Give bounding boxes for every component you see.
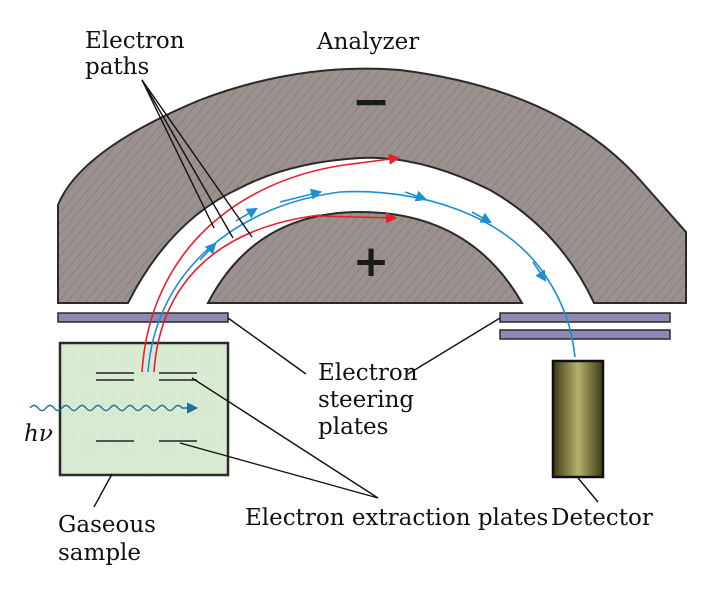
steering-plate-left <box>57 312 229 323</box>
inner-analyzer-electrode <box>206 210 524 304</box>
steering-plates-label-line-1: Electron <box>318 360 418 386</box>
steering-plate-right-upper <box>499 312 671 323</box>
electron-path-red-outer <box>141 162 361 373</box>
detector-label: Detector <box>551 505 653 531</box>
photon-wave <box>29 402 199 414</box>
gaseous-sample-label: Gaseous sample <box>58 512 163 566</box>
steering-plates-label: Electron steering plates <box>318 360 425 440</box>
positive-sign: + <box>353 236 390 287</box>
steering-plates-label-line-3: plates <box>318 414 388 440</box>
steering-plates-label-line-2: steering <box>318 387 414 413</box>
extraction-plates <box>96 372 197 442</box>
electron-paths-label: Electron paths <box>85 28 192 80</box>
outer-analyzer-electrode <box>57 67 687 304</box>
gaseous-sample-chamber <box>58 341 230 477</box>
electron-paths-label-line-2: paths <box>85 54 149 80</box>
electron-paths-label-line-1: Electron <box>85 28 185 54</box>
electron-path-red-inner <box>153 214 321 373</box>
photon-label: hν <box>24 421 53 447</box>
gaseous-sample-label-line-1: Gaseous <box>58 512 156 538</box>
analyzer-label: Analyzer <box>316 29 419 55</box>
negative-sign: − <box>352 74 391 128</box>
gaseous-sample-label-line-2: sample <box>58 540 141 566</box>
electron-paths <box>141 153 576 373</box>
extraction-plates-label: Electron extraction plates <box>245 505 548 531</box>
steering-plate-right-lower <box>499 329 671 340</box>
leader-lines <box>93 79 599 508</box>
detector <box>551 359 605 479</box>
